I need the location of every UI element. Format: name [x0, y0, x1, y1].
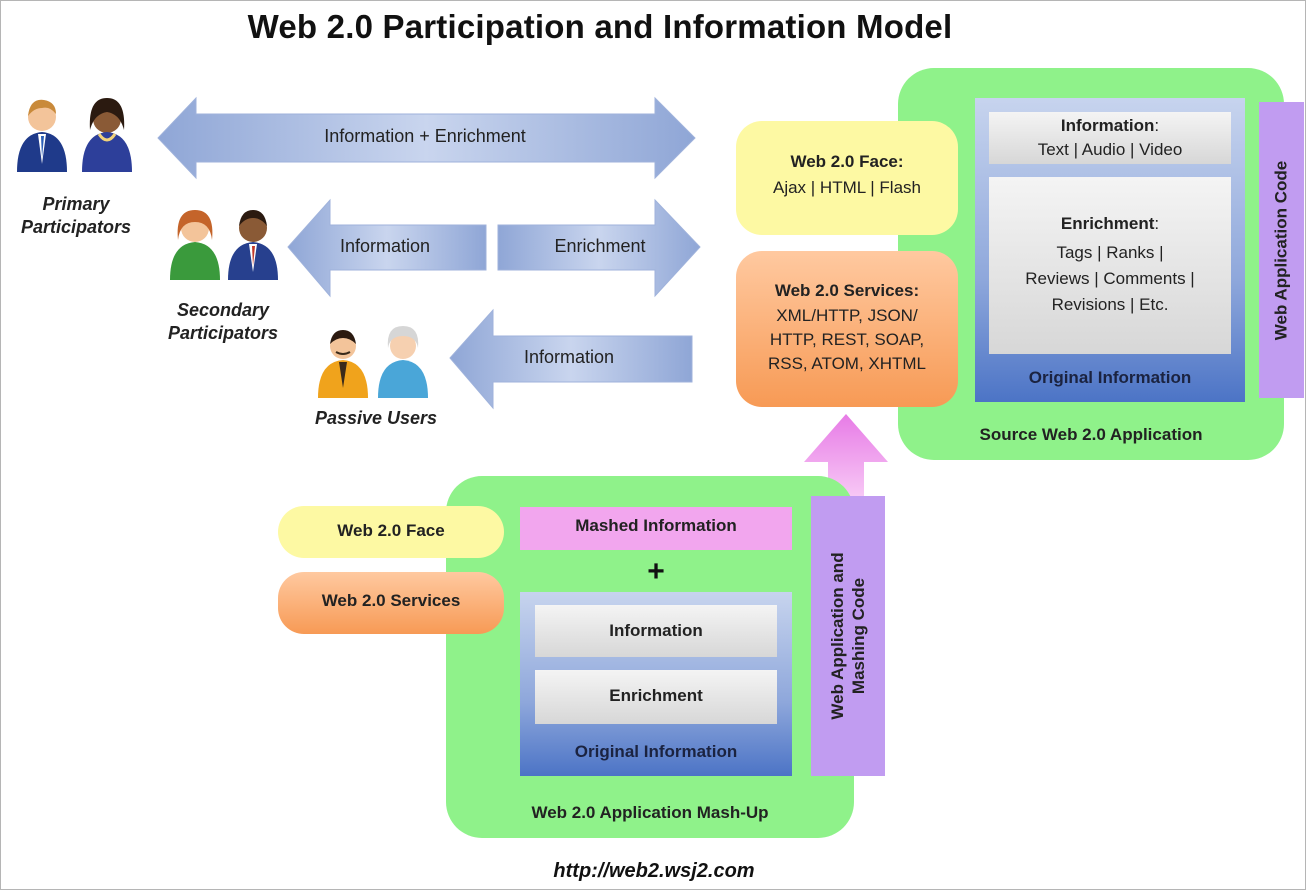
- mashup-application-caption: Web 2.0 Application Mash-Up: [531, 803, 769, 822]
- enrichment-arrow-label: Enrichment: [554, 236, 646, 256]
- mashup-up-arrow: [804, 414, 888, 496]
- diagram-title: Web 2.0 Participation and Information Mo…: [247, 8, 953, 45]
- passive-users-label: Passive Users: [314, 408, 438, 428]
- information-arrow-label: Information: [339, 236, 431, 256]
- mashup-information-panel: [535, 605, 777, 657]
- web-application-code-bar: [1259, 102, 1304, 398]
- passive-users-icon: [318, 326, 428, 398]
- source-enrichment-title: Enrichment:: [1060, 214, 1160, 233]
- plus-sign: +: [647, 555, 665, 588]
- source-web-services-items: XML/HTTP, JSON/ HTTP, REST, SOAP, RSS, A…: [767, 306, 927, 373]
- source-information-title: Information:: [1060, 116, 1160, 135]
- mashed-information-box: [520, 507, 792, 550]
- secondary-participators-label: Secondary Participators: [167, 300, 279, 343]
- source-information-items: Text | Audio | Video: [1037, 140, 1183, 159]
- mashing-code-bar: [811, 496, 885, 776]
- mashup-original-information-label: Original Information: [574, 742, 738, 761]
- source-enrichment-title-text: Enrichment: [1060, 214, 1155, 233]
- source-web-face-title: Web 2.0 Face:: [790, 152, 904, 171]
- mashup-web-services-label: Web 2.0 Services: [321, 591, 461, 610]
- primary-participators-label: Primary Participators: [20, 194, 132, 237]
- web-application-code-label: Web Application Code: [1271, 160, 1291, 341]
- information-passive-arrow-label: Information: [523, 347, 615, 367]
- source-web-face-items: Ajax | HTML | Flash: [772, 178, 921, 197]
- mashup-enrichment-panel: [535, 670, 777, 724]
- mashup-web-services-pill: [278, 572, 504, 634]
- source-web-face-pill: [736, 121, 958, 235]
- enrichment-right-arrow: [497, 198, 701, 298]
- source-web-services-pill: [736, 251, 958, 407]
- mashup-information-label: Information: [609, 621, 703, 640]
- source-information-title-text: Information: [1060, 116, 1155, 135]
- mashing-code-label: Web Application and Mashing Code: [828, 552, 868, 720]
- primary-participators-icon: [17, 98, 132, 172]
- mashed-information-label: Mashed Information: [575, 516, 737, 535]
- information-left-arrow: [287, 198, 487, 298]
- mashup-web-face-label: Web 2.0 Face: [337, 521, 445, 540]
- mashup-web-face-pill: [278, 506, 504, 558]
- source-information-panel: [989, 112, 1231, 164]
- source-enrichment-panel: [989, 177, 1231, 354]
- mashup-enrichment-label: Enrichment: [609, 686, 703, 705]
- secondary-participators-icon: [170, 210, 278, 280]
- source-application-caption: Source Web 2.0 Application: [979, 425, 1203, 444]
- info-enrichment-double-arrow: [157, 96, 696, 180]
- source-enrichment-items: Tags | Ranks | Reviews | Comments | Revi…: [1025, 243, 1195, 314]
- footer-url: http://web2.wsj2.com: [553, 860, 755, 882]
- info-enrichment-arrow-label: Information + Enrichment: [324, 126, 526, 146]
- source-web-services-title: Web 2.0 Services:: [774, 281, 920, 300]
- information-passive-arrow: [449, 308, 693, 410]
- source-original-information-label: Original Information: [1028, 368, 1192, 387]
